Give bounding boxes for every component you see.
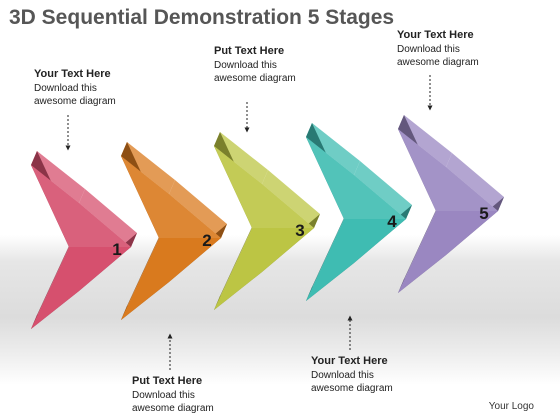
callout-heading: Put Text Here (214, 45, 285, 57)
callout-line: awesome diagram (214, 73, 296, 84)
callout-heading: Put Text Here (132, 375, 203, 387)
callout-top-left: Your Text Here Download this awesome dia… (34, 67, 116, 108)
stage-5-highlight (398, 129, 498, 211)
callout-line: awesome diagram (34, 96, 116, 107)
stage-1-chevron: 1 (31, 151, 137, 329)
callout-line: awesome diagram (397, 57, 479, 68)
stage-5-number: 5 (479, 204, 488, 223)
callout-line: awesome diagram (311, 383, 393, 394)
callout-top-middle: Put Text Here Download this awesome diag… (214, 44, 296, 85)
stage-1-side-face (79, 189, 137, 247)
stage-4-number: 4 (387, 212, 397, 231)
stage-5-chevron: 5 (398, 115, 504, 293)
callout-bottom-right: Your Text Here Download this awesome dia… (311, 354, 393, 395)
stage-3-number: 3 (295, 221, 304, 240)
callout-heading: Your Text Here (34, 68, 111, 80)
stage-4-highlight (306, 137, 406, 219)
page-title: 3D Sequential Demonstration 5 Stages (9, 6, 395, 29)
stage-1-highlight (31, 165, 131, 247)
stage-3-chevron: 3 (214, 132, 320, 310)
callout-heading: Your Text Here (311, 355, 388, 367)
callout-heading: Your Text Here (397, 29, 474, 41)
stage-2-chevron: 2 (121, 142, 227, 320)
stage-4-side-face (306, 123, 360, 175)
stage-3-side-face (214, 132, 268, 184)
callout-line: Download this (34, 83, 97, 94)
callout-top-right: Your Text Here Download this awesome dia… (397, 28, 479, 69)
callout-line: awesome diagram (132, 403, 214, 414)
stage-2-side-face (169, 180, 227, 238)
logo-placeholder: Your Logo (488, 401, 534, 412)
stage-5-side-face (398, 115, 452, 167)
stage-1-side-face (31, 151, 85, 203)
callout-line: Download this (397, 44, 460, 55)
stage-5-side-face (398, 197, 442, 293)
stage-4-chevron: 4 (306, 123, 412, 301)
stage-4-side-face (306, 205, 350, 301)
stage-1-side-face (31, 233, 75, 329)
stage-2-side-face (121, 224, 165, 320)
callout-bottom-left: Put Text Here Download this awesome diag… (132, 374, 214, 415)
callout-line: Download this (311, 370, 374, 381)
callout-line: Download this (132, 390, 195, 401)
stage-4-side-face (354, 161, 412, 219)
stage-1-number: 1 (112, 240, 121, 259)
stage-2-number: 2 (202, 231, 211, 250)
stage-2-highlight (121, 156, 221, 238)
stage-3-side-face (262, 170, 320, 228)
stage-2-side-face (121, 142, 175, 194)
stage-5-side-face (446, 153, 504, 211)
stage-3-highlight (214, 146, 314, 228)
callout-line: Download this (214, 60, 277, 71)
stage-3-side-face (214, 214, 258, 310)
